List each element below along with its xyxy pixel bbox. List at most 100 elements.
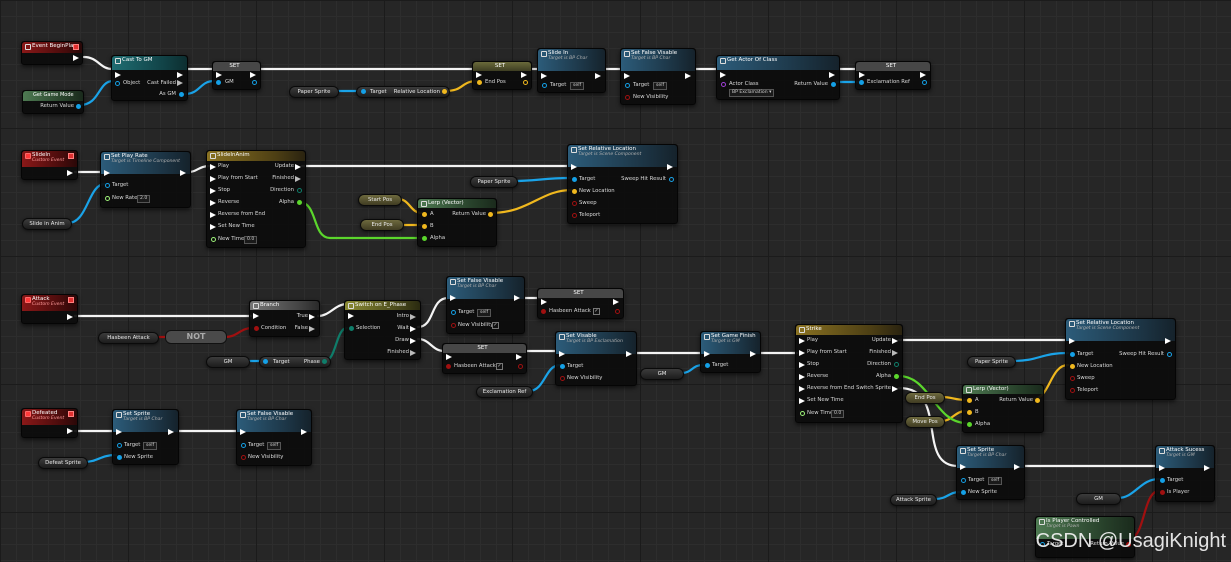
- var-exclamation-ref[interactable]: Exclamation Ref: [476, 386, 533, 398]
- object-pin[interactable]: [115, 81, 120, 86]
- actor-class-dropdown[interactable]: BP Exclamation ▾: [729, 89, 775, 97]
- stop-pin[interactable]: [210, 188, 216, 194]
- node-branch[interactable]: Branch Condition True False: [249, 300, 320, 337]
- ref-out-pin[interactable]: [922, 80, 927, 85]
- exec-out-pin[interactable]: [667, 164, 673, 170]
- new-time-input[interactable]: 0.0: [244, 236, 258, 244]
- node-get-phase[interactable]: Target Phase: [259, 356, 331, 368]
- var-hasbeen-attack[interactable]: Hasbeen Attack: [98, 332, 159, 344]
- node-not-boolean[interactable]: NOT: [165, 330, 227, 344]
- exec-out-pin[interactable]: [920, 72, 926, 78]
- new-time-pin[interactable]: [800, 411, 805, 416]
- a-pin[interactable]: [967, 398, 972, 403]
- var-paper-sprite[interactable]: Paper Sprite: [967, 356, 1016, 368]
- exec-in-pin[interactable]: [571, 164, 577, 170]
- sweep-pin[interactable]: [572, 201, 577, 206]
- new-time-input[interactable]: 0.0: [831, 410, 845, 418]
- as-gm-pin[interactable]: [179, 92, 184, 97]
- end-pos-out-pin[interactable]: [523, 80, 528, 85]
- exec-in-pin[interactable]: [450, 295, 456, 301]
- new-sprite-pin[interactable]: [117, 455, 122, 460]
- var-end-pos[interactable]: End Pos: [905, 392, 945, 404]
- visibility-pin[interactable]: [451, 323, 456, 328]
- exec-in-pin[interactable]: [960, 464, 966, 470]
- exec-out-pin[interactable]: [613, 299, 619, 305]
- var-end-pos[interactable]: End Pos: [360, 219, 404, 231]
- exec-out-pin[interactable]: [521, 72, 527, 78]
- new-location-pin[interactable]: [1070, 364, 1075, 369]
- exec-out-pin[interactable]: [685, 73, 691, 79]
- play-from-start-pin[interactable]: [210, 176, 216, 182]
- visibility-pin[interactable]: [560, 376, 565, 381]
- var-paper-sprite[interactable]: Paper Sprite: [470, 176, 518, 188]
- b-pin[interactable]: [967, 410, 972, 415]
- exec-in-pin[interactable]: [1069, 338, 1075, 344]
- direction-pin[interactable]: [297, 188, 302, 193]
- exec-out-pin[interactable]: [595, 73, 601, 79]
- target-pin[interactable]: [572, 177, 577, 182]
- target-pin[interactable]: [705, 363, 710, 368]
- exec-out-pin[interactable]: [67, 428, 73, 434]
- reverse-pin[interactable]: [799, 374, 805, 380]
- target-pin[interactable]: [117, 443, 122, 448]
- var-slide-in-anim[interactable]: Slide in Anim: [22, 218, 72, 230]
- relative-location-pin[interactable]: [442, 89, 447, 94]
- exec-in-pin[interactable]: [115, 72, 121, 78]
- gm-in-pin[interactable]: [216, 80, 221, 85]
- target-pin[interactable]: [560, 364, 565, 369]
- reverse-pin[interactable]: [210, 200, 216, 206]
- exec-in-pin[interactable]: [240, 429, 246, 435]
- update-pin[interactable]: [295, 164, 301, 170]
- node-set-gm[interactable]: SET GM: [212, 61, 261, 90]
- node-event-beginplay[interactable]: Event BeginPlay: [21, 41, 83, 65]
- teleport-pin[interactable]: [572, 213, 577, 218]
- actor-class-pin[interactable]: [721, 82, 726, 87]
- delegate-pin-icon[interactable]: [68, 297, 74, 303]
- hasbeen-in-pin[interactable]: [541, 309, 546, 314]
- node-lerp-vector-1[interactable]: Lerp (Vector) A B Alpha Return Value: [417, 198, 497, 247]
- visibility-pin[interactable]: [625, 95, 630, 100]
- visibility-pin[interactable]: [241, 455, 246, 460]
- hasbeen-out-pin[interactable]: [615, 309, 620, 314]
- exec-in-pin[interactable]: [446, 354, 452, 360]
- new-rate-input[interactable]: 2.0: [137, 195, 151, 203]
- phase-pin[interactable]: [322, 359, 327, 364]
- set-new-time-pin[interactable]: [210, 224, 216, 230]
- sweep-hit-result-pin[interactable]: [1167, 352, 1172, 357]
- end-pos-in-pin[interactable]: [477, 80, 482, 85]
- exec-out-pin[interactable]: [829, 72, 835, 78]
- exec-in-pin[interactable]: [253, 313, 259, 319]
- exec-out-pin[interactable]: [67, 170, 73, 176]
- node-cast-to-gm[interactable]: Cast To GM Object Cast Failed As GM: [111, 55, 188, 101]
- hasbeen-checkbox[interactable]: ✓: [496, 363, 503, 370]
- node-lerp-vector-2[interactable]: Lerp (Vector) A B Alpha Return Value: [962, 384, 1044, 433]
- exec-out-pin[interactable]: [177, 72, 183, 78]
- is-player-pin[interactable]: [1160, 490, 1165, 495]
- draw-pin[interactable]: [410, 338, 416, 344]
- node-timeline-slideinanim[interactable]: SlideInAnim Play Play from Start Stop Re…: [206, 150, 306, 248]
- delegate-pin-icon[interactable]: [73, 44, 79, 50]
- b-pin[interactable]: [422, 224, 427, 229]
- target-pin[interactable]: [625, 83, 630, 88]
- target-pin[interactable]: [361, 89, 366, 94]
- exec-in-pin[interactable]: [476, 72, 482, 78]
- node-set-exclamation[interactable]: SET Exclamation Ref: [855, 61, 931, 90]
- target-pin[interactable]: [105, 183, 110, 188]
- new-location-pin[interactable]: [572, 189, 577, 194]
- node-get-actor-of-class[interactable]: Get Actor Of Class Actor Class BP Exclam…: [716, 55, 840, 100]
- intro-pin[interactable]: [410, 314, 416, 320]
- cast-failed-pin[interactable]: [177, 80, 183, 86]
- teleport-pin[interactable]: [1070, 388, 1075, 393]
- play-from-start-pin[interactable]: [799, 350, 805, 356]
- var-gm[interactable]: GM: [640, 368, 684, 380]
- var-defeat-sprite[interactable]: Defeat Sprite: [38, 457, 88, 469]
- exec-in-pin[interactable]: [104, 170, 110, 176]
